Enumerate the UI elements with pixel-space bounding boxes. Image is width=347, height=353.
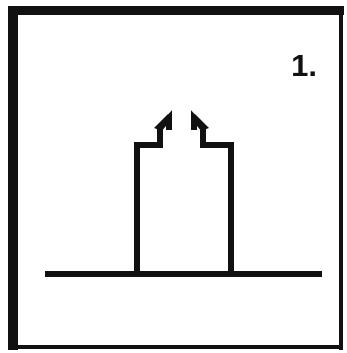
profile-right-half bbox=[194, 118, 231, 274]
profile-left-half bbox=[137, 118, 169, 274]
